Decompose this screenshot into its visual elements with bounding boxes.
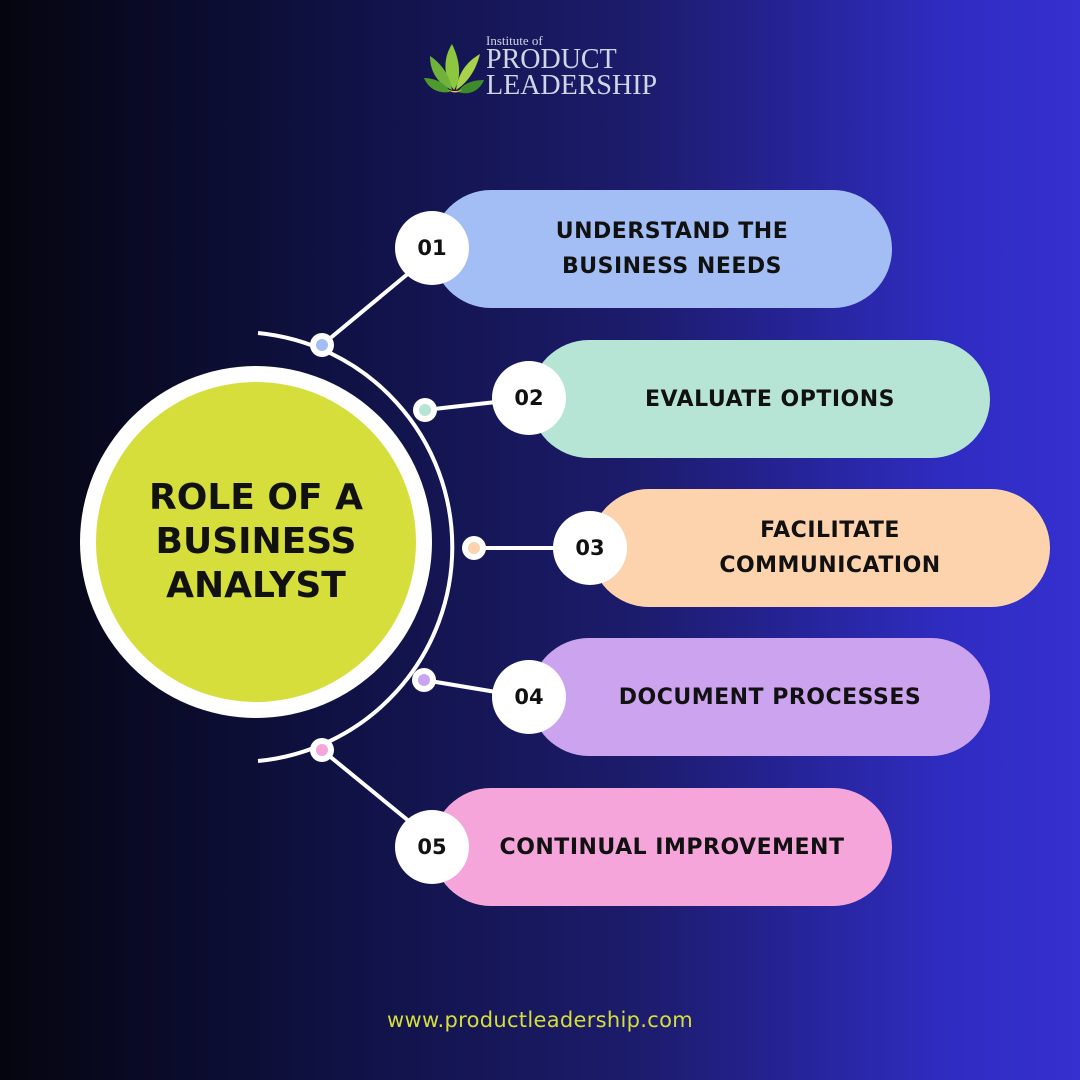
connector-line-05 [320, 748, 412, 824]
step-badge-05: 05 [395, 810, 469, 884]
step-pill-05: CONTINUAL IMPROVEMENT [432, 788, 892, 906]
center-circle: ROLE OF A BUSINESS ANALYST [80, 366, 432, 718]
footer-url[interactable]: www.productleadership.com [387, 1008, 693, 1032]
center-circle-fill: ROLE OF A BUSINESS ANALYST [96, 382, 416, 702]
leaf-logo-icon [424, 44, 484, 94]
step-badge-02: 02 [492, 361, 566, 435]
step-number-04: 04 [514, 685, 544, 709]
step-pill-01: UNDERSTAND THE BUSINESS NEEDS [432, 190, 892, 308]
step-badge-03: 03 [553, 511, 627, 585]
step-number-05: 05 [417, 835, 447, 859]
step-badge-01: 01 [395, 211, 469, 285]
step-label-03: FACILITATE COMMUNICATION [719, 518, 941, 578]
step-pill-03: FACILITATE COMMUNICATION [590, 489, 1050, 607]
connector-dot-fill-03 [468, 542, 480, 554]
step-label-05: CONTINUAL IMPROVEMENT [499, 834, 845, 860]
step-label-02: EVALUATE OPTIONS [645, 386, 895, 412]
connector-dot-fill-02 [419, 404, 431, 416]
step-badge-04: 04 [492, 660, 566, 734]
step-pill-02: EVALUATE OPTIONS [530, 340, 990, 458]
step-pill-04: DOCUMENT PROCESSES [530, 638, 990, 756]
step-number-01: 01 [417, 236, 447, 260]
connector-dot-fill-04 [418, 674, 430, 686]
step-number-03: 03 [575, 536, 605, 560]
connector-dot-fill-01 [316, 339, 328, 351]
step-number-02: 02 [514, 386, 544, 410]
step-label-04: DOCUMENT PROCESSES [618, 684, 922, 710]
logo-text-small: Institute of [486, 33, 543, 48]
connector-arc [257, 331, 455, 763]
logo-text-leadership: LEADERSHIP [486, 70, 658, 101]
logo: Institute of PRODUCT LEADERSHIP [424, 34, 664, 102]
connector-dot-fill-05 [316, 744, 328, 756]
center-title: ROLE OF A BUSINESS ANALYST [149, 477, 363, 606]
logo-text-product: PRODUCT [486, 44, 617, 75]
connector-line-01 [320, 270, 412, 347]
connector-line-04 [423, 678, 497, 694]
step-label-01: UNDERSTAND THE BUSINESS NEEDS [555, 219, 789, 279]
